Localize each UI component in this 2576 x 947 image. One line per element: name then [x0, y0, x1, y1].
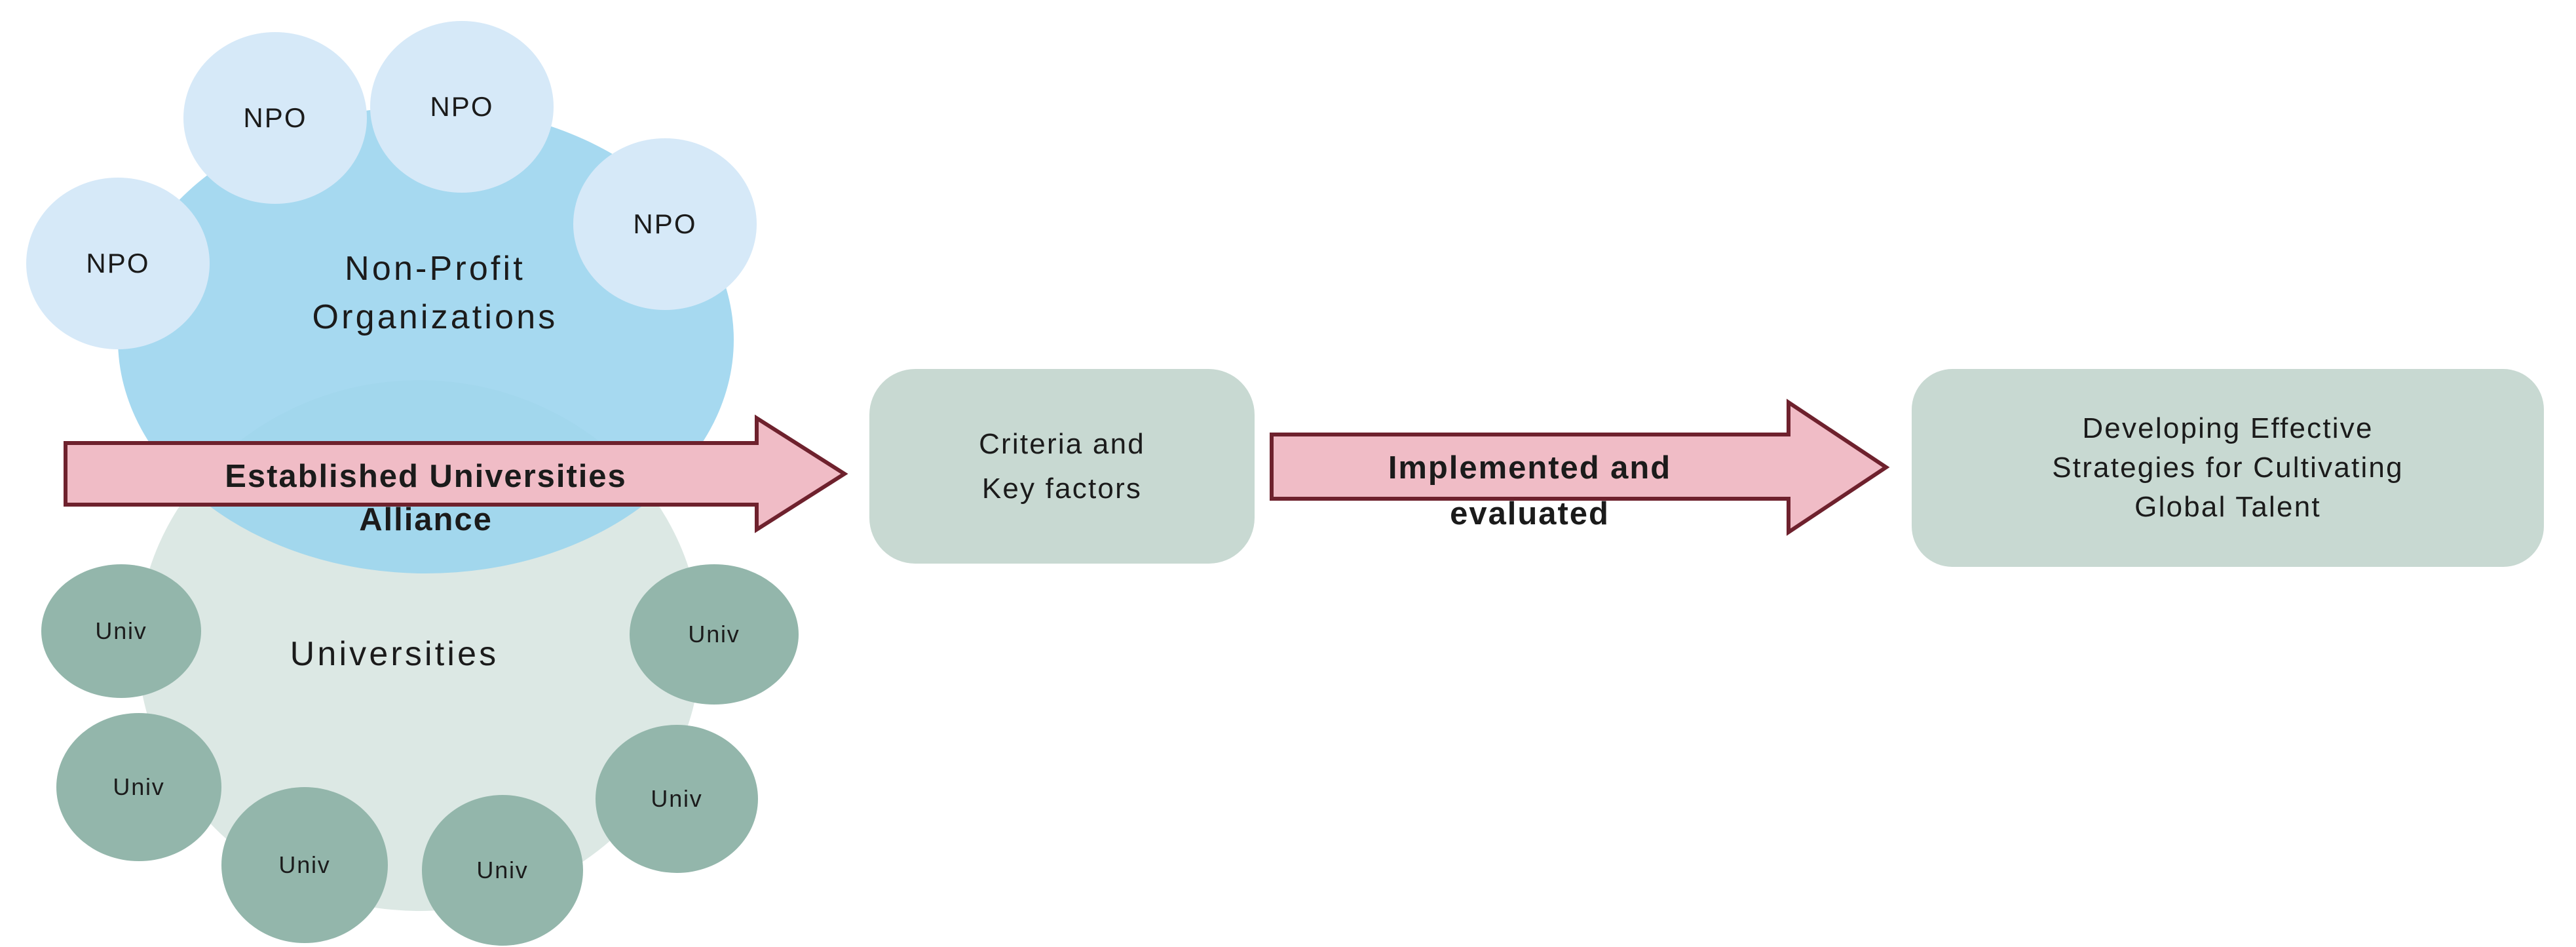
strategies-box-line1: Developing Effective	[2082, 412, 2374, 444]
univ-satellite-label: Univ	[476, 857, 529, 883]
arrow2-label-line1: Implemented and	[1388, 450, 1672, 486]
npo-satellite-label: NPO	[633, 208, 697, 239]
univ-satellite-label: Univ	[278, 851, 331, 878]
arrow-shape	[1270, 398, 1890, 536]
univ-satellite-label: Univ	[651, 785, 703, 812]
npo-cluster-label-line1: Non-Profit	[345, 250, 525, 288]
univ-satellite-bubble: Univ	[422, 795, 583, 946]
npo-cluster-label: Non-Profit Organizations	[238, 244, 632, 341]
univ-satellite-label: Univ	[688, 621, 740, 647]
univ-satellite-bubble: Univ	[56, 713, 221, 861]
npo-satellite-label: NPO	[430, 91, 494, 122]
npo-satellite-bubble: NPO	[26, 178, 210, 349]
arrow1-label: Established Universities Alliance	[98, 455, 753, 541]
criteria-box-line2: Key factors	[981, 472, 1143, 505]
universities-cluster-label-text: Universities	[290, 635, 499, 673]
arrow1-label-line1: Established Universities	[225, 459, 627, 494]
arrow-shape	[64, 414, 848, 533]
right-arrow-icon	[64, 414, 848, 533]
univ-satellite-label: Univ	[113, 773, 165, 800]
universities-cluster-label: Universities	[198, 636, 591, 672]
univ-satellite-bubble: Univ	[630, 564, 799, 705]
right-arrow-icon	[1270, 398, 1890, 536]
npo-satellite-label: NPO	[243, 102, 307, 133]
npo-satellite-bubble: NPO	[183, 32, 367, 204]
criteria-box-line1: Criteria and	[979, 427, 1145, 460]
npo-satellite-bubble: NPO	[370, 21, 554, 193]
univ-satellite-bubble: Univ	[221, 787, 388, 943]
criteria-box: Criteria and Key factors	[869, 369, 1255, 564]
arrow2-label: Implemented and evaluated	[1268, 445, 1792, 537]
strategies-box-line2: Strategies for Cultivating	[2052, 452, 2404, 484]
npo-satellite-label: NPO	[86, 248, 150, 279]
univ-satellite-bubble: Univ	[41, 564, 201, 698]
npo-satellite-bubble: NPO	[573, 138, 757, 310]
univ-satellite-label: Univ	[95, 617, 147, 644]
npo-cluster-label-line2: Organizations	[312, 298, 558, 336]
strategies-box: Developing Effective Strategies for Cult…	[1912, 369, 2544, 567]
arrow2-label-line2: evaluated	[1450, 496, 1610, 531]
strategies-box-line3: Global Talent	[2134, 491, 2321, 523]
arrow1-label-line2: Alliance	[359, 502, 493, 537]
univ-satellite-bubble: Univ	[596, 725, 758, 873]
